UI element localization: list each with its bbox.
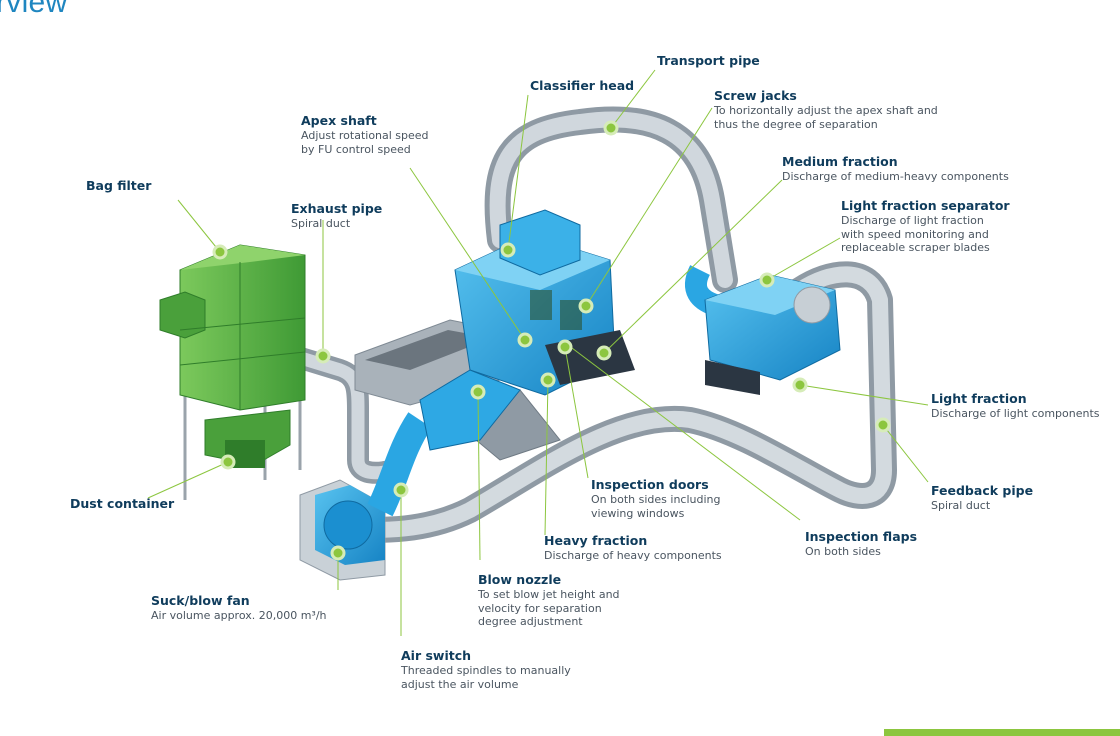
dot-blow-nozzle (472, 386, 484, 398)
label-desc: To horizontally adjust the apex shaft an… (714, 104, 938, 118)
accent-bar (884, 729, 1120, 736)
label-desc: Spiral duct (931, 499, 1033, 513)
dot-light-fraction (794, 379, 806, 391)
label-desc: Adjust rotational speed (301, 129, 429, 143)
label-air-switch: Air switch Threaded spindles to manually… (401, 648, 571, 691)
label-title: Light fraction separator (841, 198, 1010, 214)
label-desc: Discharge of light fraction (841, 214, 1010, 228)
label-desc: Discharge of light components (931, 407, 1100, 421)
label-heavy-fraction: Heavy fraction Discharge of heavy compon… (544, 533, 722, 563)
dot-light-fraction-separator (761, 274, 773, 286)
label-title: Light fraction (931, 391, 1100, 407)
dot-heavy-fraction (542, 374, 554, 386)
label-desc: viewing windows (591, 507, 720, 521)
label-desc: Discharge of heavy components (544, 549, 722, 563)
label-suck-blow-fan: Suck/blow fan Air volume approx. 20,000 … (151, 593, 327, 623)
label-desc: thus the degree of separation (714, 118, 938, 132)
label-title: Heavy fraction (544, 533, 722, 549)
dot-bag-filter (214, 246, 226, 258)
dot-inspection-doors (559, 341, 571, 353)
label-medium-fraction: Medium fraction Discharge of medium-heav… (782, 154, 1009, 184)
dot-screw-jacks (580, 300, 592, 312)
dot-classifier-head (502, 244, 514, 256)
label-title: Medium fraction (782, 154, 1009, 170)
label-blow-nozzle: Blow nozzle To set blow jet height and v… (478, 572, 620, 629)
label-title: Exhaust pipe (291, 201, 382, 217)
label-title: Blow nozzle (478, 572, 620, 588)
label-apex-shaft: Apex shaft Adjust rotational speed by FU… (301, 113, 429, 156)
dot-feedback-pipe (877, 419, 889, 431)
label-desc: Discharge of medium-heavy components (782, 170, 1009, 184)
label-title: Feedback pipe (931, 483, 1033, 499)
label-feedback-pipe: Feedback pipe Spiral duct (931, 483, 1033, 513)
label-inspection-flaps: Inspection flaps On both sides (805, 529, 917, 559)
label-title: Inspection doors (591, 477, 720, 493)
label-title: Suck/blow fan (151, 593, 327, 609)
label-title: Apex shaft (301, 113, 429, 129)
label-dust-container: Dust container (70, 496, 174, 512)
label-light-fraction-separator: Light fraction separator Discharge of li… (841, 198, 1010, 255)
dot-air-switch (395, 484, 407, 496)
dot-exhaust-pipe (317, 350, 329, 362)
dot-medium-fraction (598, 347, 610, 359)
dot-suck-blow-fan (332, 547, 344, 559)
label-transport-pipe: Transport pipe (657, 53, 760, 69)
label-classifier-head: Classifier head (530, 78, 634, 94)
dot-apex-shaft (519, 334, 531, 346)
label-desc: with speed monitoring and (841, 228, 1010, 242)
label-title: Classifier head (530, 78, 634, 94)
label-title: Inspection flaps (805, 529, 917, 545)
label-desc: On both sides including (591, 493, 720, 507)
label-exhaust-pipe: Exhaust pipe Spiral duct (291, 201, 382, 231)
label-desc: degree adjustment (478, 615, 620, 629)
label-desc: by FU control speed (301, 143, 429, 157)
label-desc: Spiral duct (291, 217, 382, 231)
label-desc: velocity for separation (478, 602, 620, 616)
label-desc: On both sides (805, 545, 917, 559)
dot-dust-container (222, 456, 234, 468)
label-light-fraction: Light fraction Discharge of light compon… (931, 391, 1100, 421)
label-desc: adjust the air volume (401, 678, 571, 692)
label-title: Screw jacks (714, 88, 938, 104)
label-desc: Threaded spindles to manually (401, 664, 571, 678)
label-desc: Air volume approx. 20,000 m³/h (151, 609, 327, 623)
label-title: Bag filter (86, 178, 151, 194)
label-inspection-doors: Inspection doors On both sides including… (591, 477, 720, 520)
label-title: Dust container (70, 496, 174, 512)
label-desc: To set blow jet height and (478, 588, 620, 602)
label-screw-jacks: Screw jacks To horizontally adjust the a… (714, 88, 938, 131)
dot-transport-pipe (605, 122, 617, 134)
label-desc: replaceable scraper blades (841, 241, 1010, 255)
label-title: Transport pipe (657, 53, 760, 69)
label-title: Air switch (401, 648, 571, 664)
label-bag-filter: Bag filter (86, 178, 151, 194)
